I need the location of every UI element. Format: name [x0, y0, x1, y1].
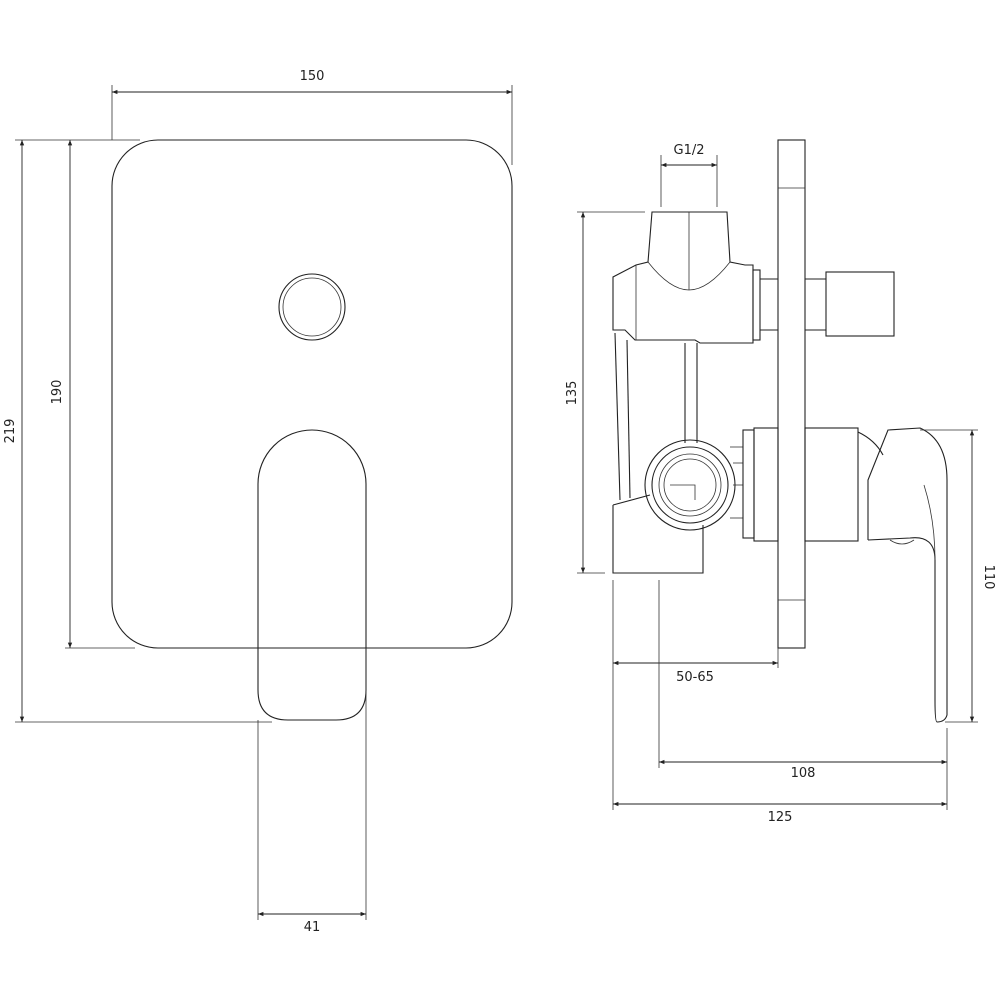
dim-install-depth: 50-65: [676, 670, 714, 685]
body-block: [612, 494, 704, 574]
dim-lever-height: 110: [981, 565, 996, 590]
side-lever: [867, 427, 948, 723]
diverter-button: [278, 273, 346, 341]
dim-plate-height: 190: [50, 380, 65, 405]
cartridge-body: [804, 427, 859, 542]
dim-body-height: 135: [565, 381, 580, 406]
wall-plate: [777, 139, 806, 649]
front-dimensions: 150 219 190 41: [3, 69, 513, 935]
dim-total-depth: 125: [768, 810, 793, 825]
diverter-button-inner: [282, 277, 342, 337]
nut: [752, 269, 761, 341]
cover-plate: [111, 139, 513, 649]
lever-handle: [257, 429, 367, 721]
dim-lever-width: 41: [304, 920, 321, 935]
side-dimensions: G1/2 135 50-65 108 125 110: [565, 143, 996, 825]
side-view: [612, 139, 948, 723]
dim-projection: 108: [791, 766, 816, 781]
dim-thread: G1/2: [674, 143, 705, 158]
dim-width: 150: [300, 69, 325, 84]
cartridge-flange: [742, 429, 755, 539]
dim-total-height: 219: [3, 419, 18, 444]
inlet-fitting: [612, 211, 754, 344]
diverter-knob: [825, 271, 895, 337]
front-view: [111, 139, 513, 721]
